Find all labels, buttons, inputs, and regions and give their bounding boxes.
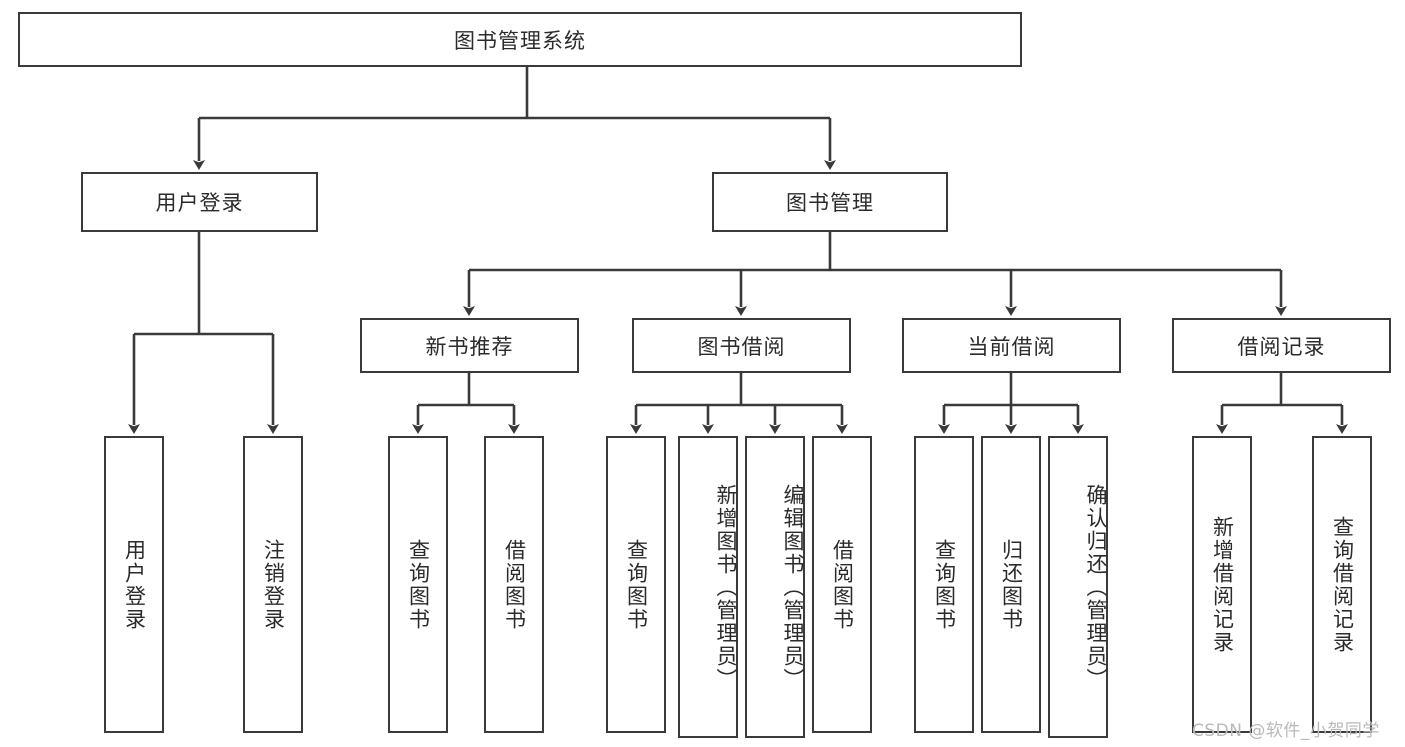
node-label: 新书推荐	[425, 334, 514, 359]
node-level3-2: 当前借阅	[902, 318, 1121, 373]
node-label: 新增借阅记录	[1210, 515, 1235, 654]
node-level3-0: 新书推荐	[360, 318, 579, 373]
node-leaf-0: 用户登录	[104, 436, 164, 733]
node-label: 确认归还（管理员）	[1084, 483, 1108, 691]
node-label: 归还图书	[999, 538, 1024, 631]
node-label: 图书管理	[786, 191, 874, 215]
node-label: 借阅图书	[830, 538, 855, 631]
node-label: 注销登录	[261, 538, 286, 631]
node-leaf-11: 新增借阅记录	[1192, 436, 1252, 733]
watermark-text: CSDN @软件_小贺同学	[1192, 721, 1380, 741]
node-label: 当前借阅	[967, 334, 1056, 359]
node-level3-1: 图书借阅	[632, 318, 851, 373]
node-leaf-2: 查询图书	[388, 436, 448, 733]
node-leaf-3: 借阅图书	[484, 436, 544, 733]
node-leaf-9: 归还图书	[981, 436, 1041, 733]
node-root-system: 图书管理系统	[18, 12, 1022, 67]
node-leaf-1: 注销登录	[243, 436, 303, 733]
node-level2-0: 用户登录	[81, 172, 318, 232]
node-leaf-6: 编辑图书（管理员）	[745, 436, 805, 738]
node-label: 新增图书（管理员）	[714, 483, 738, 691]
node-leaf-12: 查询借阅记录	[1312, 436, 1372, 733]
node-label: 用户登录	[155, 191, 244, 215]
node-label: 图书借阅	[697, 334, 786, 359]
node-leaf-8: 查询图书	[914, 436, 974, 733]
node-level2-1: 图书管理	[712, 172, 948, 232]
node-label: 图书管理系统	[454, 28, 586, 53]
node-label: 查询借阅记录	[1330, 515, 1355, 654]
node-label: 查询图书	[932, 538, 957, 631]
node-label: 用户登录	[122, 538, 147, 631]
node-label: 借阅图书	[502, 538, 527, 631]
node-label: 查询图书	[406, 538, 431, 631]
node-level3-3: 借阅记录	[1172, 318, 1391, 373]
node-leaf-10: 确认归还（管理员）	[1048, 436, 1108, 738]
node-leaf-5: 新增图书（管理员）	[678, 436, 738, 738]
node-leaf-4: 查询图书	[606, 436, 666, 733]
node-label: 编辑图书（管理员）	[781, 483, 805, 691]
node-label: 借阅记录	[1237, 334, 1326, 359]
node-leaf-7: 借阅图书	[812, 436, 872, 733]
node-label: 查询图书	[624, 538, 649, 631]
